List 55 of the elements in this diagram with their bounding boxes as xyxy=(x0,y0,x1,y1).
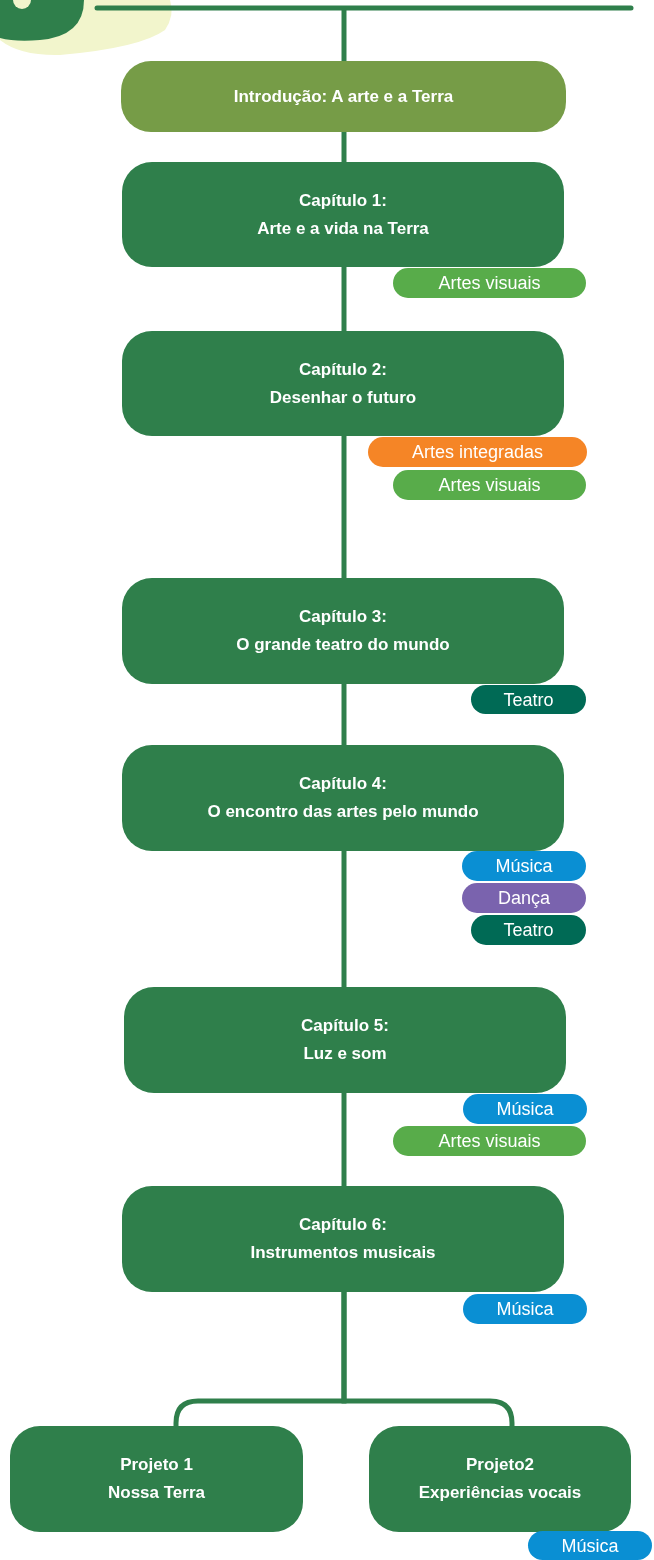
box-heading: Capítulo 2: xyxy=(299,358,387,381)
connector-line xyxy=(341,267,347,331)
tag-text: Música xyxy=(561,1534,619,1557)
connector-line xyxy=(341,851,347,987)
subject-tag xyxy=(471,915,586,945)
tag-text: Teatro xyxy=(503,919,554,941)
subject-tag xyxy=(368,437,587,467)
tag-text: Artes visuais xyxy=(438,272,541,294)
subject-tag xyxy=(393,1126,586,1156)
tag-text: Música xyxy=(496,1098,554,1120)
box-heading: Capítulo 5: xyxy=(301,1015,389,1037)
chapter-box xyxy=(122,331,564,436)
chapter-box xyxy=(369,1426,631,1532)
subject-tag xyxy=(393,470,586,500)
subject-tag xyxy=(463,1094,587,1124)
tag-text: Teatro xyxy=(503,688,554,711)
box-title: O encontro das artes pelo mundo xyxy=(207,801,479,823)
box-title: Introdução: A arte e a Terra xyxy=(233,85,454,108)
box-heading: Capítulo 4: xyxy=(299,773,387,795)
box-title: Desenhar o futuro xyxy=(269,386,417,409)
connector-line xyxy=(341,436,347,578)
box-heading: Projeto2 xyxy=(466,1454,534,1476)
connector-line xyxy=(341,132,347,162)
subject-tag xyxy=(462,851,586,881)
chapter-box xyxy=(124,987,566,1093)
tag-text: Música xyxy=(496,1298,554,1320)
box-title: O grande teatro do mundo xyxy=(236,634,450,656)
chapter-box xyxy=(122,1186,564,1292)
box-title: Nossa Terra xyxy=(108,1482,205,1504)
connector-line xyxy=(341,1093,347,1186)
box-title: Luz e som xyxy=(303,1043,387,1065)
subject-tag xyxy=(471,685,586,714)
tag-text: Artes integradas xyxy=(411,441,544,463)
chapter-box xyxy=(10,1426,303,1532)
box-title: Instrumentos musicais xyxy=(250,1242,436,1264)
tag-text: Música xyxy=(495,855,553,877)
box-heading: Projeto 1 xyxy=(120,1454,193,1476)
chapter-box xyxy=(122,578,564,684)
chapter-box xyxy=(122,162,564,267)
connector-line xyxy=(341,684,347,745)
subject-tag xyxy=(463,1294,587,1324)
subject-tag xyxy=(393,268,586,298)
tag-text: Artes visuais xyxy=(438,474,541,496)
chapter-box xyxy=(122,745,564,851)
subject-tag xyxy=(462,883,586,913)
subject-tag xyxy=(528,1531,652,1560)
connector-line xyxy=(341,9,347,61)
box-heading: Capítulo 6: xyxy=(299,1214,387,1236)
tag-text: Artes visuais xyxy=(438,1130,541,1152)
intro-box xyxy=(121,61,566,132)
box-heading: Capítulo 1: xyxy=(299,189,387,212)
box-heading: Capítulo 3: xyxy=(299,606,387,628)
box-title: Arte e a vida na Terra xyxy=(257,217,429,240)
box-title: Experiências vocais xyxy=(418,1482,582,1504)
tag-text: Dança xyxy=(498,887,550,909)
